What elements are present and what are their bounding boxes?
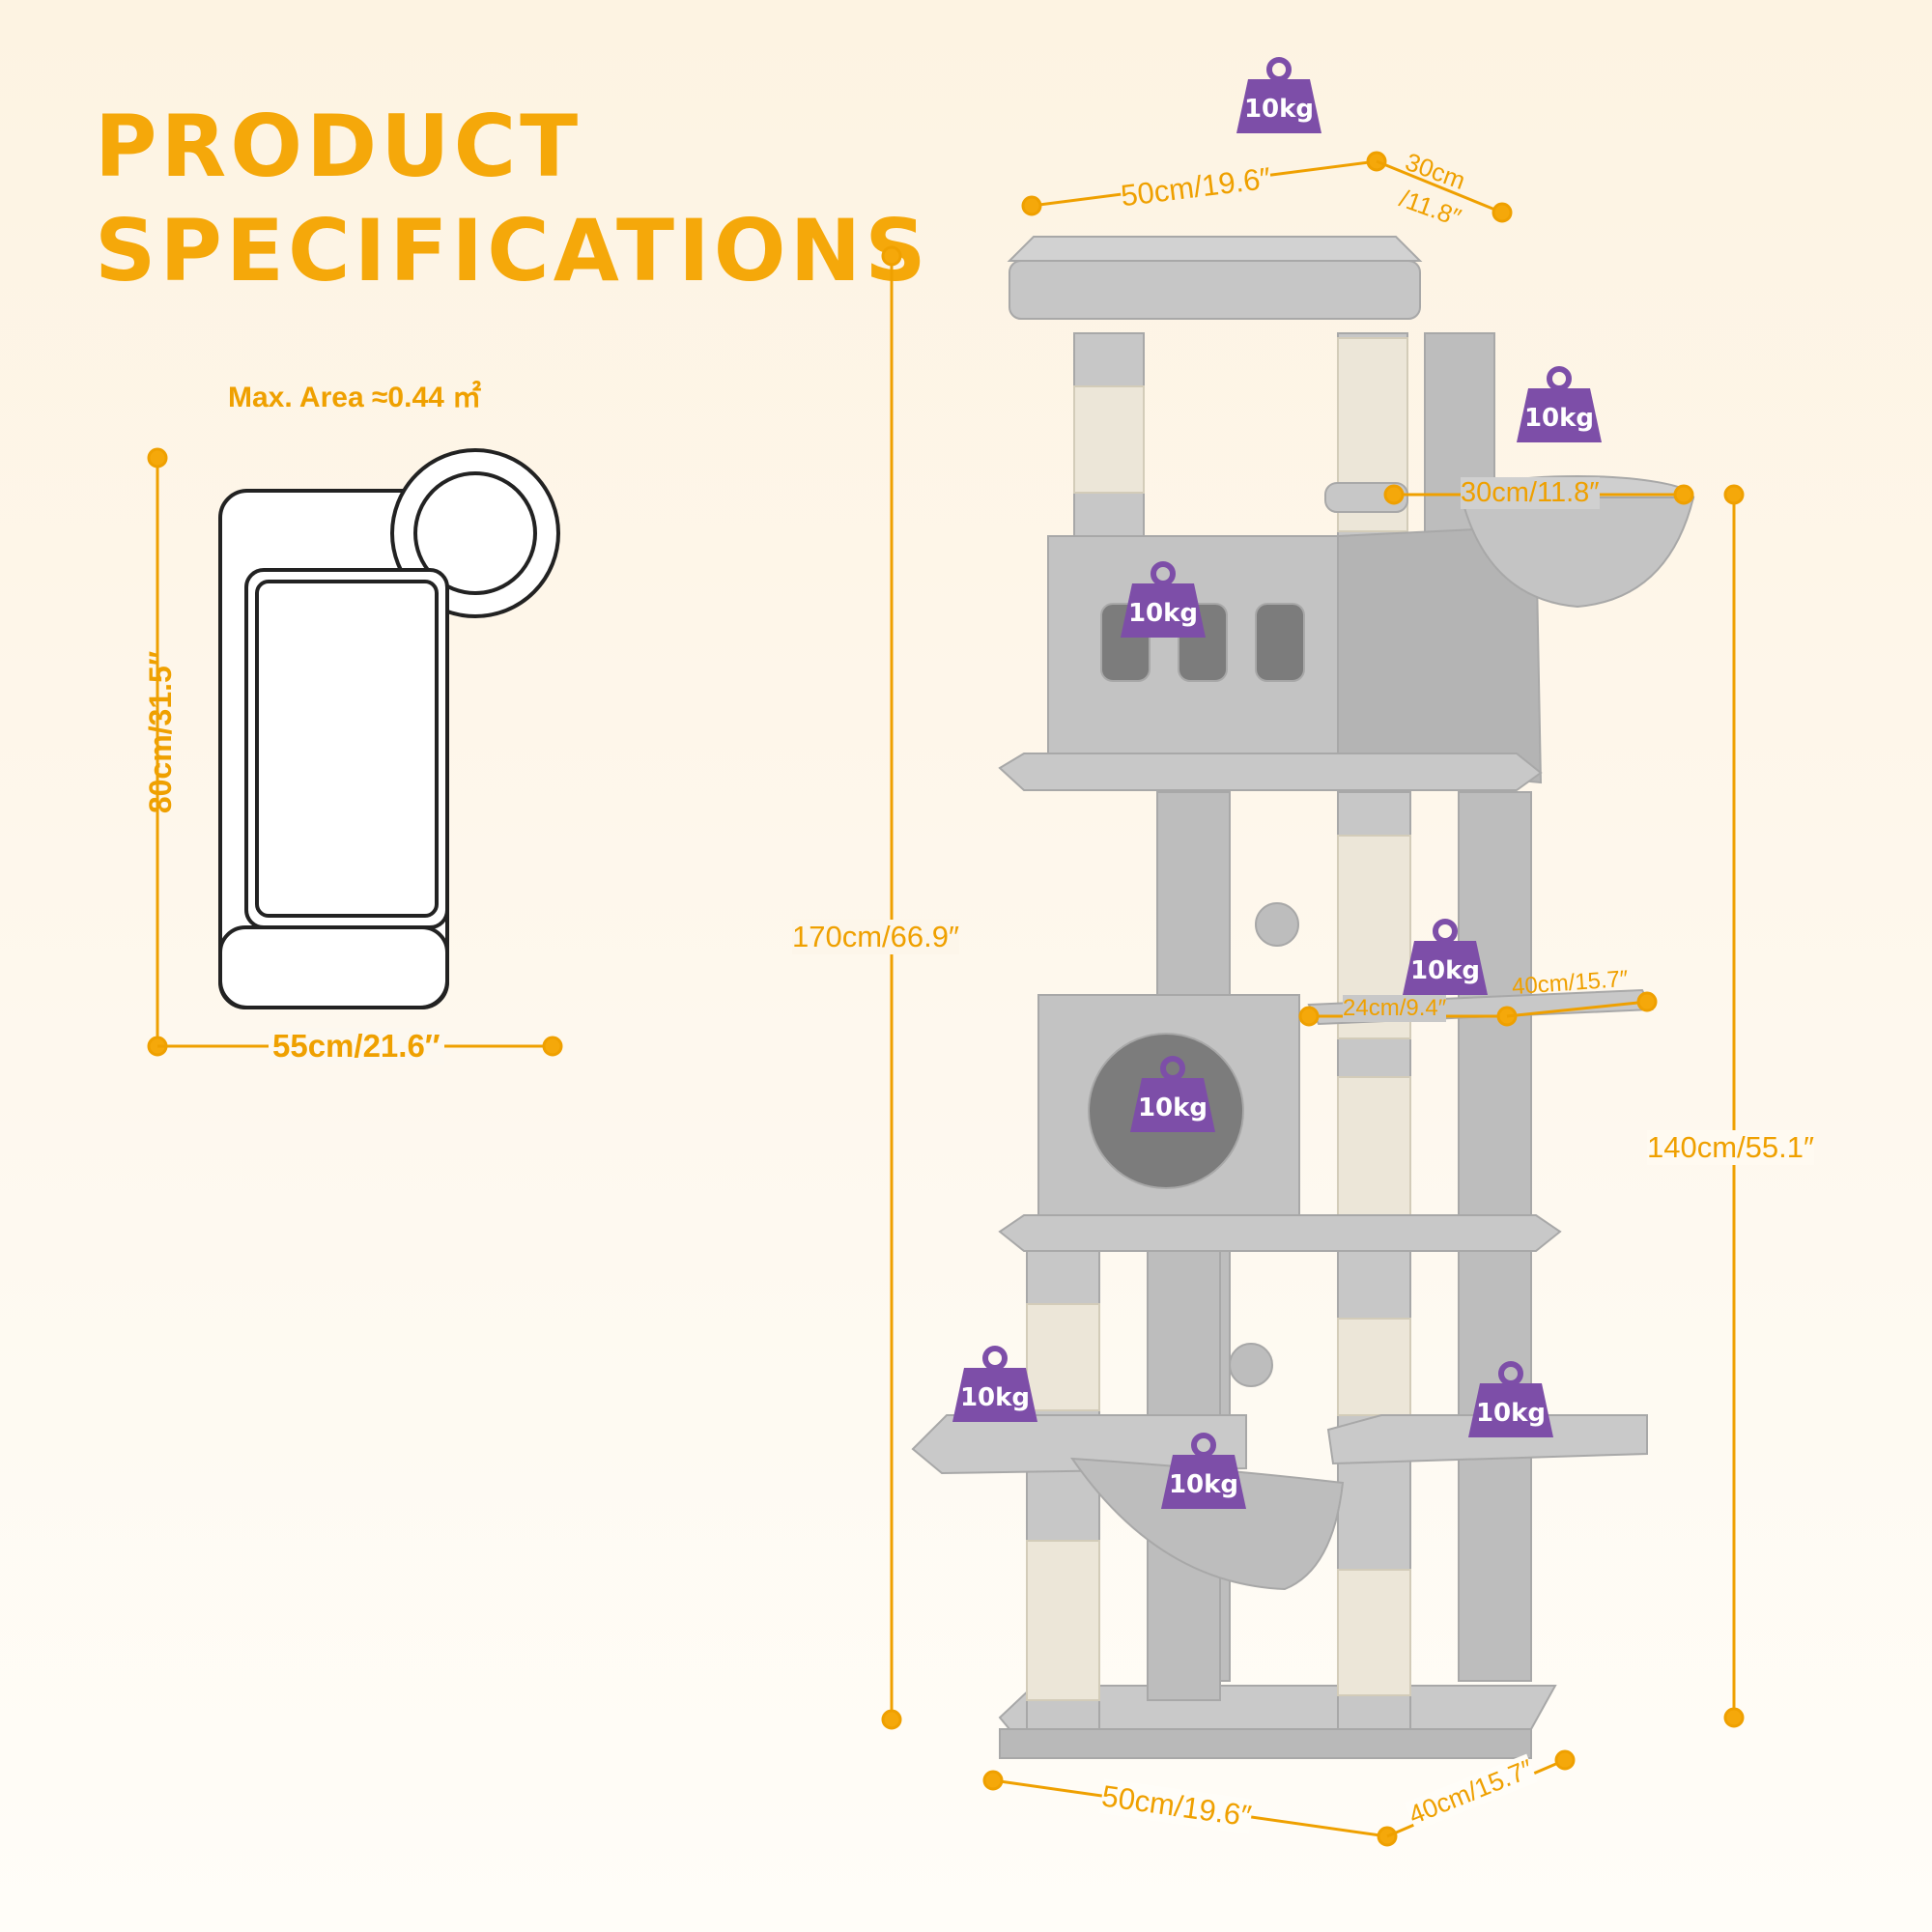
weight-label: 10kg [1127, 599, 1199, 628]
basket-height-label: 140cm/55.1″ [1647, 1130, 1814, 1165]
weight-icon [1130, 1056, 1215, 1132]
weight-icon [1517, 366, 1602, 442]
footprint-dim-lines [147, 447, 563, 1057]
tree-dim-lines [881, 151, 1745, 1847]
weight-icon [1403, 919, 1488, 995]
footprint-outline [218, 448, 560, 1009]
perch-depth-label: 24cm/9.4″ [1343, 995, 1447, 1022]
weight-label: 10kg [959, 1383, 1031, 1412]
weight-icon [1468, 1361, 1553, 1437]
weight-badge-right-platform: 10kg [1466, 1360, 1555, 1437]
weight-label: 10kg [1523, 404, 1595, 433]
weight-badge-upper-condo: 10kg [1119, 560, 1208, 638]
weight-label: 10kg [1409, 956, 1481, 985]
weight-icon [1161, 1433, 1246, 1509]
weight-badge-top: 10kg [1235, 56, 1323, 133]
title-specifications: SPECIFICATIONS [95, 201, 930, 300]
weight-badge-perch: 10kg [1401, 918, 1490, 995]
weight-badge-basket: 10kg [1515, 365, 1604, 442]
title-product: PRODUCT [95, 97, 582, 196]
max-area-label: Max. Area ≈0.44 ㎡ [228, 382, 482, 413]
weight-badge-left-platform: 10kg [951, 1345, 1039, 1422]
basket-width-label: 30cm/11.8″ [1461, 477, 1600, 509]
weight-icon [1121, 561, 1206, 638]
weight-icon [1236, 57, 1321, 133]
weight-icon [952, 1346, 1037, 1422]
weight-badge-lower-condo: 10kg [1128, 1055, 1217, 1132]
weight-label: 10kg [1243, 95, 1315, 124]
weight-label: 10kg [1168, 1470, 1239, 1499]
total-height-label: 170cm/66.9″ [792, 920, 959, 954]
weight-label: 10kg [1137, 1094, 1208, 1122]
footprint-depth-label: 80cm/31.5″ [143, 650, 178, 814]
weight-badge-hammock: 10kg [1159, 1432, 1248, 1509]
weight-label: 10kg [1475, 1399, 1547, 1428]
footprint-width-label: 55cm/21.6″ [269, 1028, 444, 1065]
